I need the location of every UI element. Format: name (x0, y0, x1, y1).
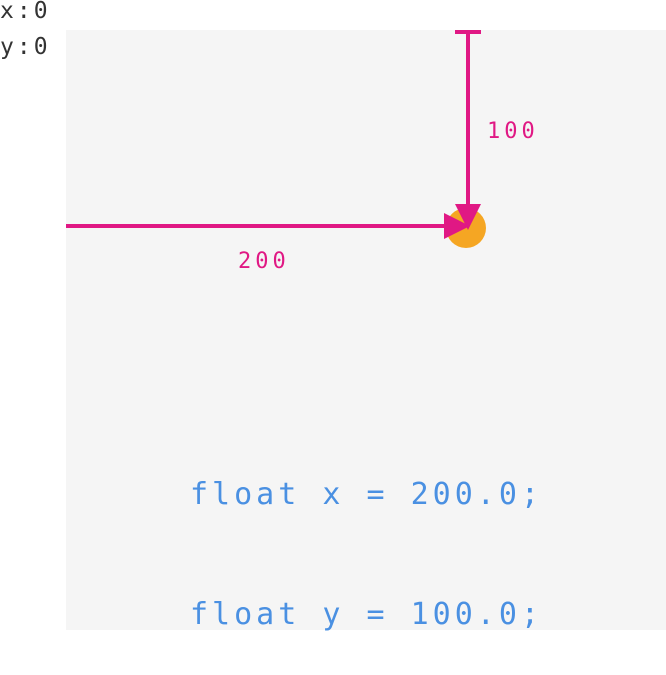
code-line-y: float y = 100.0; (190, 597, 543, 632)
x-arrow-head (444, 213, 470, 239)
coordinate-diagram: 200 100 (66, 30, 539, 274)
y-arrow-head (455, 204, 481, 230)
origin-y-label: y:0 (0, 34, 51, 60)
x-measure-label: 200 (238, 249, 290, 274)
y-measure-label: 100 (487, 119, 539, 144)
code-block: float x = 200.0; float y = 100.0; (190, 395, 543, 675)
sketch-canvas (66, 30, 666, 630)
origin-x-label: x:0 (0, 0, 51, 24)
code-line-x: float x = 200.0; (190, 477, 543, 512)
